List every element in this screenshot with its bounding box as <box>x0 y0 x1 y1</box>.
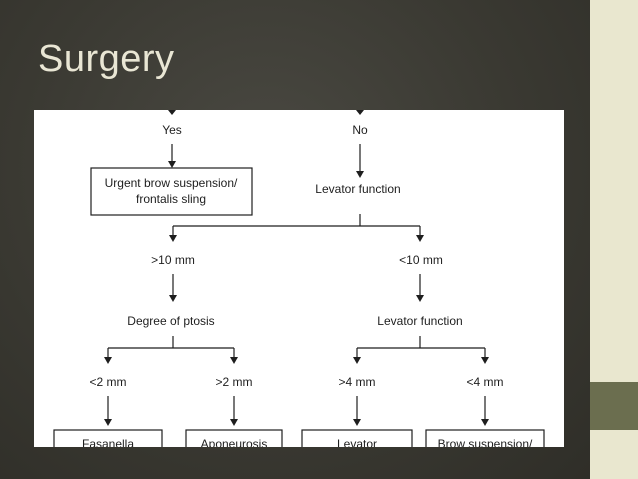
box-levator: Levator <box>301 429 413 447</box>
gt4-label: >4 mm <box>338 375 375 389</box>
accent-block <box>590 382 638 430</box>
box-fasanella-label: Fasanella <box>82 437 134 447</box>
flowchart-diagram: Yes No Urgent brow suspension/ frontalis… <box>53 110 545 447</box>
lt10-arrow <box>416 274 424 302</box>
urgent-box-line2: frontalis sling <box>136 192 206 206</box>
no-label: No <box>352 123 368 137</box>
box-brow-suspension: Brow suspension/ <box>425 429 545 447</box>
top-connectors <box>168 110 364 115</box>
levator-function-split <box>169 214 424 242</box>
box-brow-suspension-label: Brow suspension/ <box>438 437 533 447</box>
lt4-label: <4 mm <box>466 375 503 389</box>
box-fasanella: Fasanella <box>53 429 163 447</box>
flowchart-figure: Yes No Urgent brow suspension/ frontalis… <box>34 110 564 447</box>
gt2-label: >2 mm <box>215 375 252 389</box>
levator-function-top-label: Levator function <box>315 182 400 196</box>
slide-title: Surgery <box>38 38 175 80</box>
urgent-box-line1: Urgent brow suspension/ <box>105 176 238 190</box>
yes-label: Yes <box>162 123 182 137</box>
box-aponeurosis-label: Aponeurosis <box>201 437 268 447</box>
urgent-brow-suspension-box: Urgent brow suspension/ frontalis sling <box>90 167 253 216</box>
degree-of-ptosis-split <box>104 336 238 364</box>
gt10-label: >10 mm <box>151 253 195 267</box>
levator-function-mid-split <box>353 336 489 364</box>
gt10-arrow <box>169 274 177 302</box>
bottom-arrows <box>104 396 489 426</box>
yes-arrow <box>168 144 176 168</box>
levator-function-mid-label: Levator function <box>377 314 462 328</box>
lt2-label: <2 mm <box>89 375 126 389</box>
degree-of-ptosis-label: Degree of ptosis <box>127 314 214 328</box>
lt10-label: <10 mm <box>399 253 443 267</box>
box-aponeurosis: Aponeurosis <box>185 429 283 447</box>
no-arrow <box>356 144 364 178</box>
box-levator-label: Levator <box>337 437 377 447</box>
